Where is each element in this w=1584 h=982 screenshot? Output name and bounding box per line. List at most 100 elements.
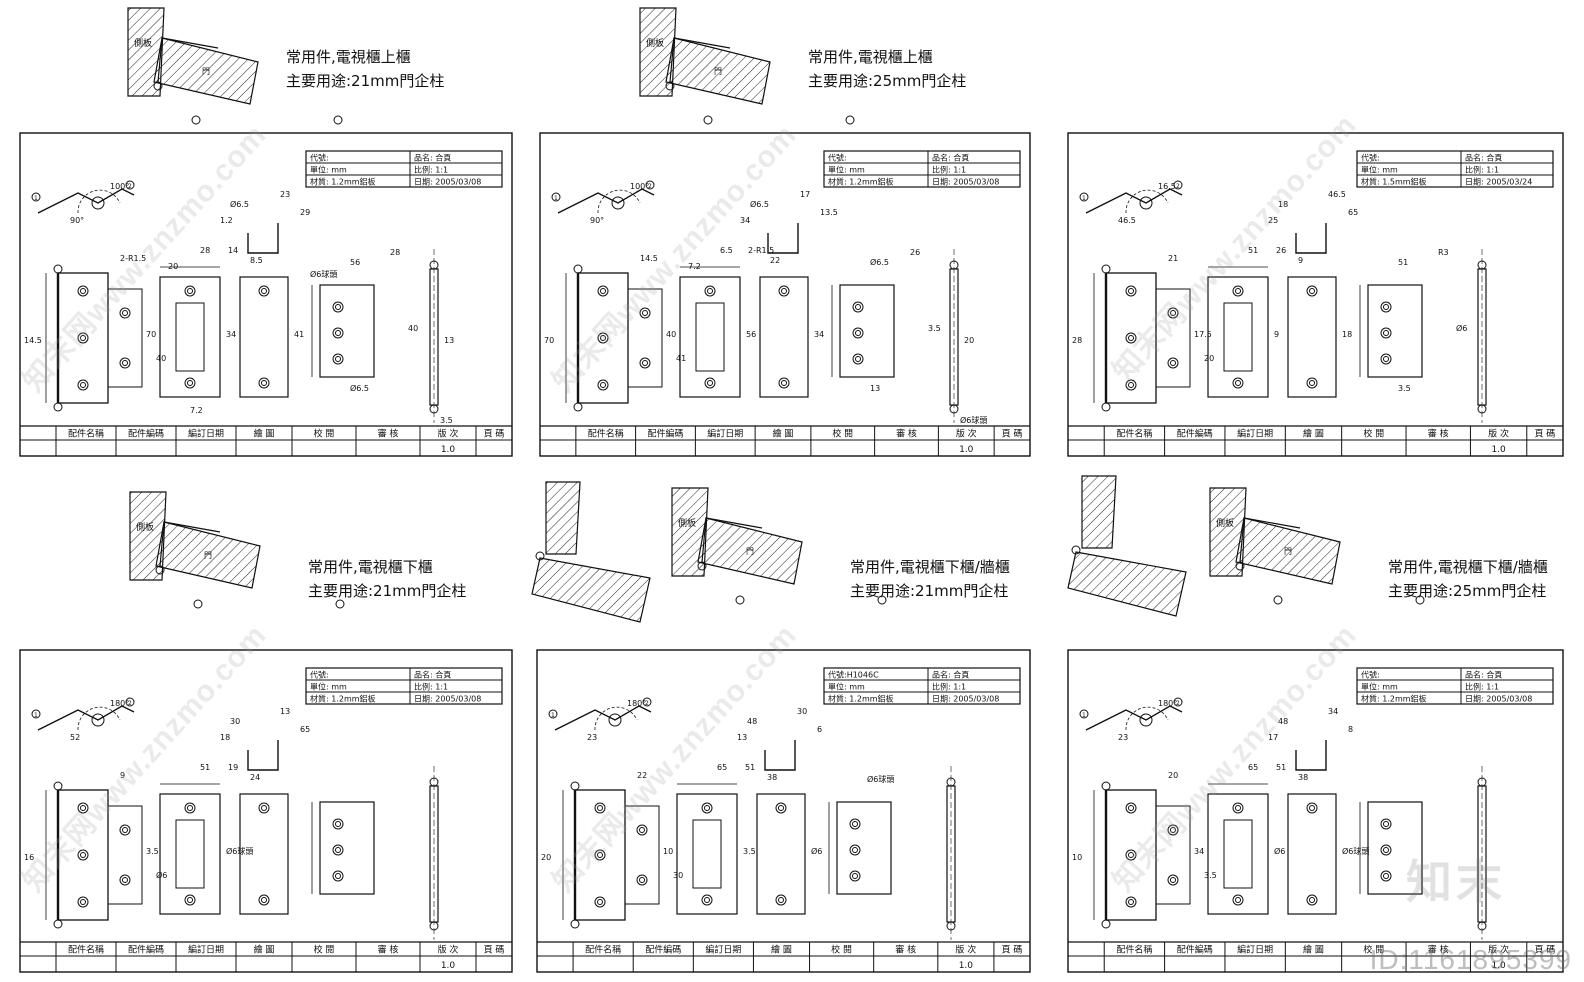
hinge-leaf-line [701,517,763,563]
screw-hole [119,874,131,886]
title-header-7: 版 次 [438,944,459,956]
screw-hole [704,285,716,297]
door-section [697,517,803,585]
dimension-label: 7.2 [190,406,203,415]
registration-mark [845,115,855,125]
info-scale: 比例: 1:1 [1465,165,1499,175]
dimension-label: 38 [767,773,777,782]
screw-hole [1306,894,1318,906]
caption-4: 常用件,電視櫃下櫃/牆櫃 主要用途:21mm門企柱 [850,555,1010,603]
dimension-label: 26 [1276,246,1286,255]
hinge-knuckle [535,551,545,561]
screw-hole [704,377,716,389]
dimension-label: 29 [300,208,310,217]
screw-hole [701,802,713,814]
side-panel-section [1081,475,1117,549]
screw-hole [594,896,606,908]
pivot-circle [91,196,105,210]
callout-2-label: 2 [1176,700,1180,707]
dimension-label: 34 [814,330,824,339]
main-leaf-front [1093,264,1191,412]
door-label: 門 [202,67,210,76]
callout-2 [1173,180,1183,190]
side-panel-label: 側板 [678,517,696,529]
screw-hole [332,844,344,856]
leaf-wing [1155,288,1191,388]
info-block-frame [1356,667,1554,705]
title-header-1: 配件名稱 [588,428,624,440]
dimension-label: 2-R1.5 [748,246,774,255]
title-header-6: 審 核 [896,428,917,440]
screw-hole [1232,285,1244,297]
dimension-label: Ø6球頭 [226,846,253,856]
info-scale: 比例: 1:1 [414,682,448,692]
leaf-part-2 [679,266,741,398]
title-header-5: 校 閱 [832,428,853,440]
sheet-frame [1067,649,1564,973]
screw-hole [639,357,651,369]
dimension-label: 180° [627,699,646,708]
knuckle-top [573,264,583,274]
callout-1-label: 1 [34,712,38,719]
dimension-label: Ø6球頭 [867,774,894,784]
title-header-8: 頁 碼 [484,945,505,956]
leaf-part-4 [311,284,375,378]
caption-1-line2: 主要用途:21mm門企柱 [286,72,445,90]
title-header-7: 版 次 [956,428,977,440]
leaf-part-2 [1207,783,1269,915]
section-view-extra-1 [531,481,651,623]
registration-mark [735,595,745,605]
knuckle-bottom [53,402,63,412]
title-bar: 配件名稱配件編碼編訂日期繪 圖校 閱審 核版 次頁 碼1.0 [20,425,512,456]
screw-hole [1232,894,1244,906]
dimension-label: 48 [1278,717,1288,726]
pivot-circle [1139,713,1153,727]
dimension-label: 16.5 [1158,182,1176,191]
screw-hole [1380,353,1392,365]
screw-hole [77,849,89,861]
section-view-4: 側板門 [671,487,887,605]
screw-hole [119,307,131,319]
title-header-5: 校 閱 [1363,428,1384,440]
dimension-label: 14.5 [640,254,658,263]
title-header-4: 繪 圖 [254,428,275,440]
info-date: 日期: 2005/03/08 [932,178,999,187]
title-header-7: 版 次 [955,944,976,956]
title-header-8: 頁 碼 [1002,429,1023,440]
knuckle-top [53,781,63,791]
dimension-label: 2-R1.5 [120,254,146,263]
registration-mark [193,599,203,609]
rotation-arc [1125,189,1169,214]
hinge-pin [946,766,956,940]
dimension-label: 10 [663,847,673,856]
callout-2 [125,697,135,707]
part2-outline [679,276,741,398]
version-value: 1.0 [959,961,974,971]
part3-outline [1287,276,1337,398]
bent-profile [247,740,279,771]
dimension-label: 28 [390,248,400,257]
screw-hole [636,874,648,886]
title-header-3: 編訂日期 [705,944,741,956]
info-name: 品名: 合頁 [932,153,969,163]
dimension-label: 18 [1278,200,1288,209]
dimension-label: 17 [1268,733,1278,742]
title-header-7: 版 次 [1488,944,1509,956]
title-header-3: 編訂日期 [1237,428,1273,440]
info-name: 品名: 合頁 [1465,670,1502,680]
leaf-part-2 [1207,266,1269,398]
door-label: 門 [204,551,212,560]
leaf-part-4 [1359,801,1423,895]
screw-hole [849,818,861,830]
dimension-label: 23 [280,190,290,199]
screw-hole [597,332,609,344]
screw-hole [258,894,270,906]
image-id-label: ID:1161895399 [1369,944,1572,975]
screw-hole [1125,802,1137,814]
knuckle-top [1101,781,1111,791]
dimension-label: 3.5 [743,847,756,856]
dimension-label: 7.2 [688,262,701,271]
